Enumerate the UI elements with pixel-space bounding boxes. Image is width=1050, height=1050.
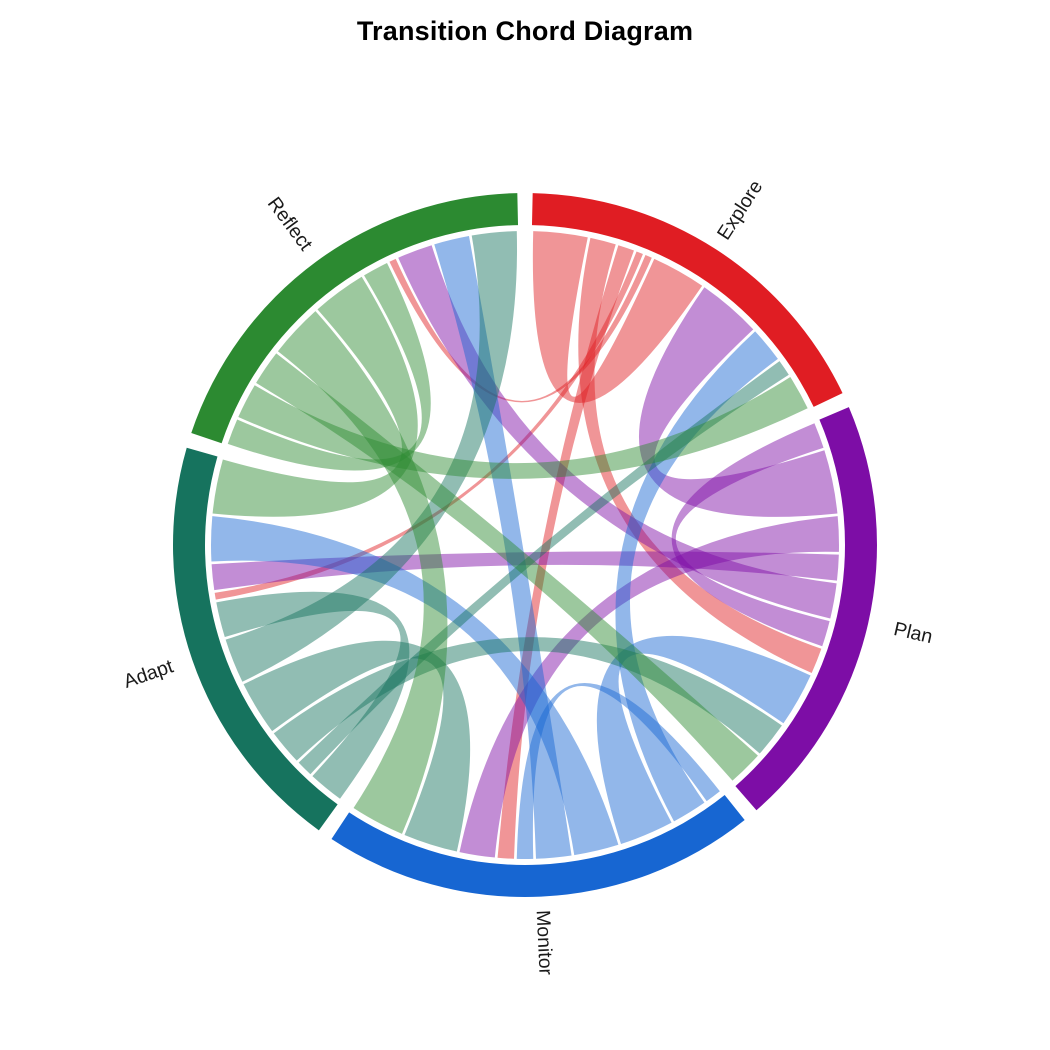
ribbon-reflect-to-reflect — [227, 262, 431, 471]
group-arc-plan — [735, 407, 877, 811]
group-label-adapt: Adapt — [121, 655, 177, 693]
group-arc-reflect — [191, 193, 519, 444]
ribbon-monitor-to-plan — [596, 635, 811, 844]
ribbon-adapt-to-plan — [273, 637, 782, 761]
ribbon-reflect-to-monitor — [277, 311, 448, 834]
group-label-plan: Plan — [892, 618, 935, 648]
ribbon-adapt-to-reflect — [225, 231, 518, 682]
chart-title: Transition Chord Diagram — [356, 16, 694, 46]
ribbon-monitor-to-reflect — [434, 236, 572, 859]
ribbon-plan-to-reflect — [398, 245, 837, 619]
ribbon-explore-to-monitor — [497, 245, 634, 859]
ribbon-reflect-to-explore — [238, 377, 808, 479]
ribbon-adapt-to-adapt — [216, 591, 410, 799]
group-arc-monitor — [331, 795, 745, 897]
group-label-explore: Explore — [713, 176, 767, 244]
group-arc-explore — [531, 193, 843, 407]
group-arc-adapt — [173, 447, 338, 831]
ribbon-monitor-to-adapt — [210, 516, 619, 856]
ribbon-adapt-to-explore — [298, 361, 789, 775]
ribbon-explore-to-explore — [532, 231, 703, 404]
ribbon-plan-to-explore — [638, 287, 838, 517]
ribbon-reflect-to-adapt — [212, 276, 418, 517]
group-label-monitor: Monitor — [532, 910, 557, 976]
group-label-reflect: Reflect — [263, 193, 317, 255]
ribbon-reflect-to-plan — [256, 353, 758, 781]
ribbon-adapt-to-monitor — [243, 640, 471, 852]
ribbon-plan-to-monitor — [459, 516, 839, 858]
ribbon-monitor-to-explore — [615, 331, 778, 822]
ribbon-plan-to-plan — [671, 423, 830, 647]
ribbon-plan-to-adapt — [211, 551, 839, 591]
ribbon-explore-to-reflect — [389, 255, 652, 403]
ribbon-explore-to-plan — [578, 237, 822, 674]
